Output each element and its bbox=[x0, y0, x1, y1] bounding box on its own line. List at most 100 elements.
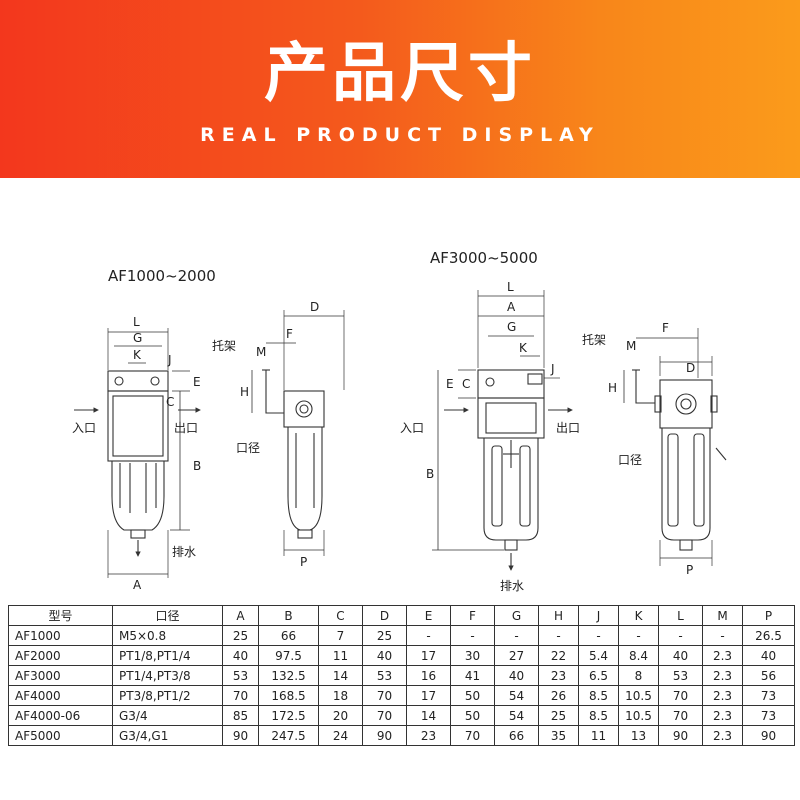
dimension-cell: - bbox=[450, 625, 495, 646]
dimension-cell: 30 bbox=[450, 645, 495, 666]
left-label-A: A bbox=[133, 578, 142, 592]
dimension-cell: - bbox=[618, 625, 659, 646]
left-label-P: P bbox=[300, 555, 307, 569]
dimension-cell: 11 bbox=[578, 725, 619, 746]
dimension-cell: 8.4 bbox=[618, 645, 659, 666]
dimension-cell: 85 bbox=[222, 705, 259, 726]
dimension-cell: - bbox=[658, 625, 703, 646]
left-label-B: B bbox=[193, 459, 201, 473]
left-label-J: J bbox=[167, 353, 172, 367]
dimension-cell: 132.5 bbox=[258, 665, 319, 686]
dimension-cell: 50 bbox=[450, 705, 495, 726]
right-label-C: C bbox=[462, 377, 470, 391]
dimension-cell: - bbox=[406, 625, 451, 646]
right-label-K: K bbox=[519, 341, 528, 355]
table-header-cell: A bbox=[222, 605, 259, 626]
dimension-cell: 25 bbox=[362, 625, 407, 646]
dimension-cell: 66 bbox=[494, 725, 539, 746]
dimension-cell: 70 bbox=[658, 685, 703, 706]
right-label-bracket: 托架 bbox=[582, 333, 606, 347]
left-label-E: E bbox=[193, 375, 201, 389]
dimension-cell: 53 bbox=[658, 665, 703, 686]
right-label-P: P bbox=[686, 563, 693, 577]
dimension-cell: 2.3 bbox=[702, 725, 743, 746]
left-label-K: K bbox=[133, 348, 142, 362]
left-label-drain: 排水 bbox=[172, 545, 196, 559]
dimension-cell: 41 bbox=[450, 665, 495, 686]
dimension-cell: 2.3 bbox=[702, 645, 743, 666]
left-label-C: C bbox=[166, 395, 174, 409]
table-header-cell: E bbox=[406, 605, 451, 626]
table-header-cell: B bbox=[258, 605, 319, 626]
model-cell: AF4000-06 bbox=[8, 705, 113, 726]
dimension-cell: 27 bbox=[494, 645, 539, 666]
left-label-inlet: 入口 bbox=[72, 421, 96, 435]
dimension-cell: 53 bbox=[222, 665, 259, 686]
left-label-port: 口径 bbox=[236, 441, 260, 455]
dimension-cell: 10.5 bbox=[618, 685, 659, 706]
model-cell: AF4000 bbox=[8, 685, 113, 706]
dimension-cell: 16 bbox=[406, 665, 451, 686]
drawing-af3000-5000: AF3000~5000 bbox=[400, 249, 727, 593]
right-label-port: 口径 bbox=[618, 453, 642, 467]
dimension-cell: 14 bbox=[406, 705, 451, 726]
dimension-cell: 70 bbox=[222, 685, 259, 706]
table-header-cell: H bbox=[538, 605, 579, 626]
right-label-A: A bbox=[507, 300, 516, 314]
dimension-drawings: AF1000~2000 bbox=[0, 178, 800, 600]
dimension-cell: 70 bbox=[362, 685, 407, 706]
right-label-L: L bbox=[507, 280, 514, 294]
dimension-cell: 247.5 bbox=[258, 725, 319, 746]
dimension-cell: 22 bbox=[538, 645, 579, 666]
dimension-cell: 10.5 bbox=[618, 705, 659, 726]
model-cell: AF5000 bbox=[8, 725, 113, 746]
dimension-cell: 73 bbox=[742, 685, 795, 706]
model-cell: AF2000 bbox=[8, 645, 113, 666]
dimension-cell: 23 bbox=[538, 665, 579, 686]
table-header-cell: G bbox=[494, 605, 539, 626]
model-cell: AF3000 bbox=[8, 665, 113, 686]
dimension-cell: - bbox=[578, 625, 619, 646]
dimension-cell: 172.5 bbox=[258, 705, 319, 726]
dimension-cell: 54 bbox=[494, 685, 539, 706]
dimension-cell: 24 bbox=[318, 725, 363, 746]
dimension-cell: - bbox=[702, 625, 743, 646]
dimension-cell: 56 bbox=[742, 665, 795, 686]
dimension-cell: 70 bbox=[450, 725, 495, 746]
dimension-cell: 2.3 bbox=[702, 665, 743, 686]
right-label-outlet: 出口 bbox=[556, 421, 580, 435]
port-size-cell: G3/4,G1 bbox=[112, 725, 223, 746]
right-label-drain: 排水 bbox=[500, 579, 524, 593]
dimension-cell: 25 bbox=[538, 705, 579, 726]
left-label-L: L bbox=[133, 315, 140, 329]
header-banner: 产品尺寸 REAL PRODUCT DISPLAY bbox=[0, 0, 800, 178]
model-cell: AF1000 bbox=[8, 625, 113, 646]
dimension-cell: 70 bbox=[658, 705, 703, 726]
dimension-cell: 54 bbox=[494, 705, 539, 726]
dimension-cell: 26.5 bbox=[742, 625, 795, 646]
dimension-cell: 17 bbox=[406, 645, 451, 666]
dimension-cell: 26 bbox=[538, 685, 579, 706]
table-header-cell: F bbox=[450, 605, 495, 626]
dimension-cell: 6.5 bbox=[578, 665, 619, 686]
dimension-cell: 53 bbox=[362, 665, 407, 686]
dimension-cell: 97.5 bbox=[258, 645, 319, 666]
dimension-cell: 18 bbox=[318, 685, 363, 706]
dimension-cell: 2.3 bbox=[702, 705, 743, 726]
dimension-cell: 40 bbox=[742, 645, 795, 666]
dimension-cell: 11 bbox=[318, 645, 363, 666]
port-size-cell: PT1/4,PT3/8 bbox=[112, 665, 223, 686]
left-label-M: M bbox=[256, 345, 266, 359]
left-label-G: G bbox=[133, 331, 142, 345]
table-header-cell: 型号 bbox=[8, 605, 113, 626]
dimension-cell: 5.4 bbox=[578, 645, 619, 666]
right-label-H: H bbox=[608, 381, 617, 395]
right-label-G: G bbox=[507, 320, 516, 334]
right-label-inlet: 入口 bbox=[400, 421, 424, 435]
dimension-cell: 66 bbox=[258, 625, 319, 646]
